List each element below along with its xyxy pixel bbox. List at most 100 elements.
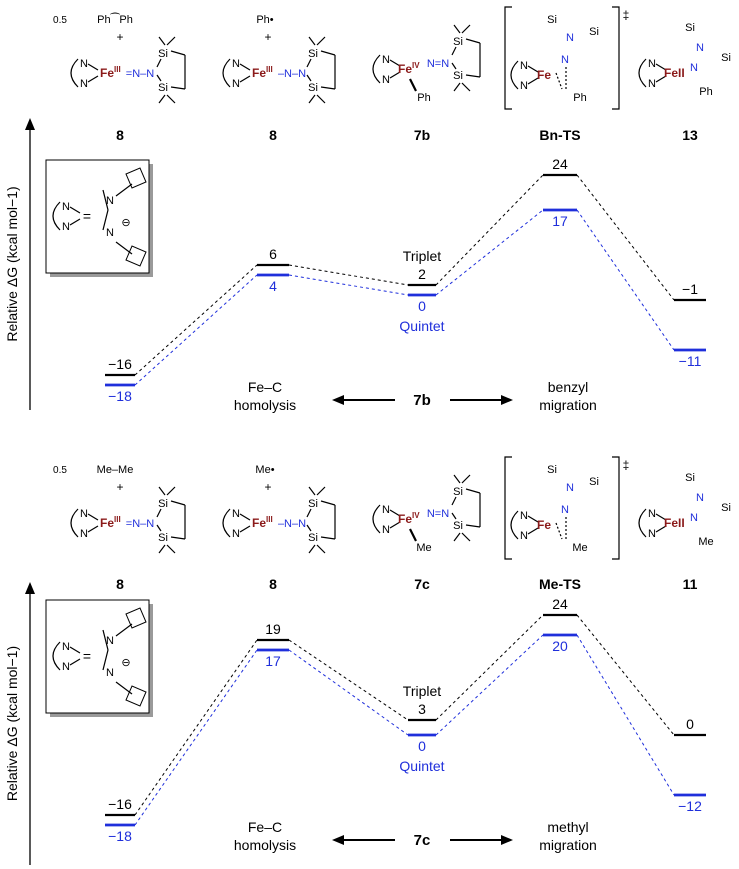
methyl-bond — [166, 486, 176, 496]
methyl-bond — [453, 82, 461, 92]
oxidation-state: III — [266, 65, 273, 74]
arrow-left-label: homolysis — [234, 397, 296, 413]
methyl-bond — [308, 486, 316, 496]
bond-line — [451, 496, 457, 506]
compound-label: 13 — [682, 127, 698, 143]
quintet-connector — [134, 274, 258, 386]
triplet-energy-label: −16 — [108, 356, 132, 372]
diazenide-ligand: N=N — [427, 58, 449, 70]
bond-line — [320, 50, 336, 56]
bond-line — [102, 629, 109, 651]
partial-bond — [555, 72, 563, 90]
oxidation-state: III — [114, 515, 121, 524]
compound-label: 7c — [414, 576, 430, 592]
bond-line — [320, 500, 336, 506]
triplet-energy-label: 6 — [269, 246, 277, 262]
n-atom-label: N — [232, 508, 240, 520]
iron-atom-label: FeIII — [100, 65, 121, 80]
arrow-head-left — [332, 395, 344, 405]
triplet-energy-label: −16 — [108, 796, 132, 812]
si-atom-label: Si — [453, 70, 463, 82]
compound-label: 8 — [269, 576, 277, 592]
compound-label: Me-TS — [539, 576, 581, 592]
aryl-bond — [115, 623, 133, 637]
quintet-energy-label: 4 — [269, 278, 277, 294]
double-dagger: ‡ — [623, 8, 630, 22]
n-atom-label: N — [648, 528, 656, 540]
iron-atom-label: FeIII — [100, 515, 121, 530]
bond-line — [87, 525, 99, 533]
iron-center: FeIV — [398, 511, 420, 526]
nacnac-ligand-icon: NN — [638, 508, 667, 540]
nacnac-ligand-icon: NN — [510, 510, 539, 542]
triplet-energy-label: 0 — [686, 716, 694, 732]
n-atom-label: N — [566, 32, 574, 44]
bond-line — [170, 500, 186, 506]
n-atom-label: N — [106, 635, 114, 647]
aryl-ring — [125, 607, 147, 629]
methyl-bond — [158, 94, 166, 104]
alkyl-substituent: Ph — [417, 92, 430, 104]
bond-line — [102, 189, 109, 211]
si-atom-label: Si — [453, 486, 463, 498]
si-atom-label: Si — [589, 476, 599, 488]
n-atom-label: N — [80, 508, 88, 520]
arrow-left-label: Fe–C — [248, 379, 282, 395]
diazenide-ligand: N=N — [427, 508, 449, 520]
bond-line — [527, 515, 539, 523]
methyl-bond — [308, 36, 316, 46]
triplet-energy-label: 2 — [418, 266, 426, 282]
quintet-state-label: Quintet — [399, 758, 444, 774]
oxidation-state: III — [114, 65, 121, 74]
alkyl-substituent: Me — [698, 536, 713, 548]
bond-line — [69, 218, 81, 226]
bond-line — [239, 63, 251, 71]
n-atom-label: N — [62, 201, 70, 213]
iron-center: FeIV — [398, 61, 420, 76]
quintet-energy-label: 17 — [265, 653, 281, 669]
bond-line — [156, 524, 162, 532]
n-atom-label: N — [80, 528, 88, 540]
bond-line — [306, 524, 312, 532]
bond-line — [527, 77, 539, 85]
stoich-prefix: 0.5 — [53, 15, 67, 26]
bond-line — [306, 74, 312, 82]
arrow-right-label: migration — [539, 397, 597, 413]
methyl-bond — [316, 486, 326, 496]
iron-center: FeII — [664, 66, 685, 80]
si-atom-label: Si — [158, 82, 168, 94]
methyl-bond — [158, 36, 166, 46]
arrow-right-label: migration — [539, 837, 597, 853]
n-atom-label: N — [696, 492, 704, 504]
bond-line — [465, 38, 481, 44]
si-atom-label: Si — [308, 498, 318, 510]
ts-bracket-right — [612, 456, 620, 560]
quintet-energy-label: −18 — [108, 828, 132, 844]
ts-bracket-left — [504, 6, 512, 110]
anionic-charge: ⊖ — [121, 217, 130, 229]
alkyl-substituent: Ph — [699, 86, 712, 98]
n-atom-label: N — [648, 508, 656, 520]
quintet-connector — [288, 649, 409, 736]
triplet-connector — [435, 614, 544, 721]
methyl-bond — [166, 36, 176, 46]
ligand-arc — [638, 508, 647, 538]
iron-center: FeIII — [100, 65, 121, 80]
si-atom-label: Si — [721, 502, 731, 514]
n-atom-label: N — [80, 58, 88, 70]
iron-atom-label: FeII — [664, 516, 685, 530]
compound-label: 8 — [269, 127, 277, 143]
methyl-bond — [461, 532, 471, 542]
triplet-energy-label: −1 — [682, 281, 698, 297]
iron-atom-label: Fe — [537, 68, 551, 82]
plus-sign: + — [264, 480, 271, 494]
iron-atom-label: FeII — [664, 66, 685, 80]
ligand-arc — [638, 58, 647, 88]
iron-atom-label: Fe — [537, 518, 551, 532]
plus-sign: + — [116, 480, 123, 494]
